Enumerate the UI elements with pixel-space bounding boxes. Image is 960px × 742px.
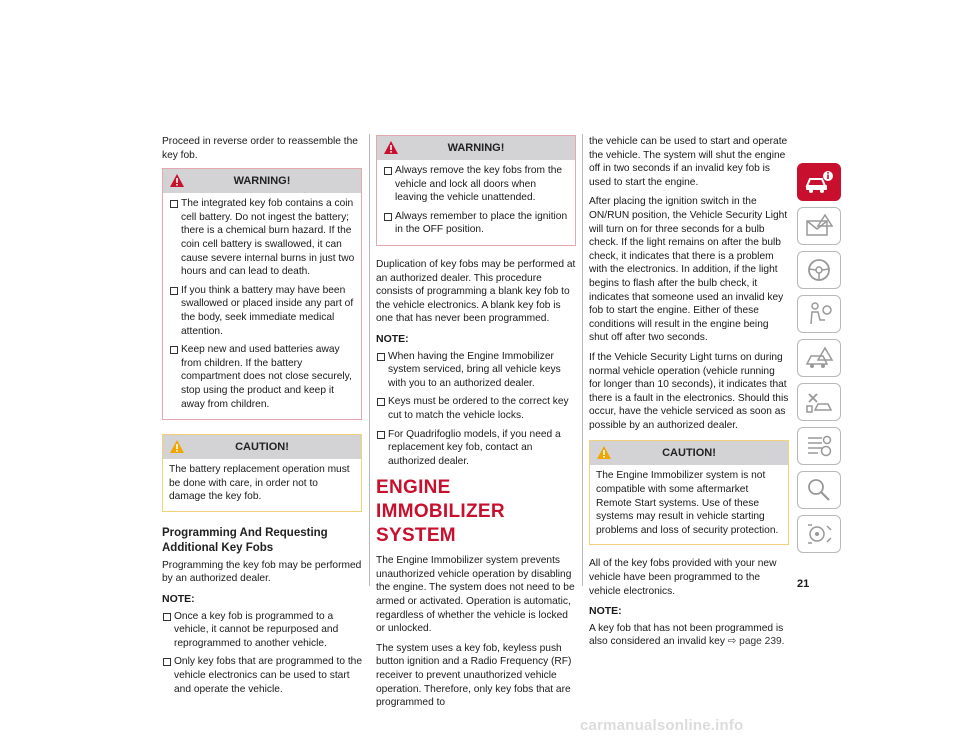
tab-specs[interactable] xyxy=(797,427,841,465)
caution-box-1: CAUTION! The battery replacement operati… xyxy=(162,434,362,512)
caution-triangle-icon xyxy=(597,446,611,460)
watermark: carmanualsonline.info xyxy=(580,717,744,734)
warning-box-1: WARNING! The integrated key fob contains… xyxy=(162,168,362,421)
note-list: When having the Engine Immobilizer syste… xyxy=(376,350,576,469)
list-item: Once a key fob is programmed to a vehicl… xyxy=(162,610,362,651)
caution-header: CAUTION! xyxy=(163,435,361,460)
tab-multimedia[interactable] xyxy=(797,515,841,553)
intro-paragraph: Proceed in reverse order to reassemble t… xyxy=(162,136,358,161)
list-item: Always remove the key fobs from the vehi… xyxy=(383,164,569,205)
note-label: NOTE: xyxy=(589,605,622,618)
chapter-heading: ENGINE IMMOBILIZER SYSTEM xyxy=(376,477,505,547)
steering-wheel-icon xyxy=(808,259,830,281)
note-text: A key fob that has not been programmed i… xyxy=(589,622,789,649)
car-breakdown-icon xyxy=(805,346,834,368)
column-1: Proceed in reverse order to reassemble t… xyxy=(162,135,362,702)
page-number: 21 xyxy=(797,578,810,590)
tab-safety[interactable] xyxy=(797,295,841,333)
caution-text: The battery replacement operation must b… xyxy=(169,464,350,503)
caution-title: CAUTION! xyxy=(662,447,716,460)
paragraph: All of the key fobs provided with your n… xyxy=(589,558,777,597)
chapter-nav-sidebar xyxy=(797,163,843,559)
note-list: Once a key fob is programmed to a vehicl… xyxy=(162,610,362,697)
warning-list: Always remove the key fobs from the vehi… xyxy=(383,164,569,237)
warning-triangle-icon xyxy=(384,141,398,154)
list-item: When having the Engine Immobilizer syste… xyxy=(376,350,576,391)
warning-header: WARNING! xyxy=(163,169,361,194)
list-item: Always remember to place the ignition in… xyxy=(383,210,569,237)
page-reference-arrow-icon: ⇨ xyxy=(727,636,737,648)
page-reference-link[interactable]: page 239. xyxy=(739,636,785,648)
paragraph: Duplication of key fobs may be performed… xyxy=(376,258,576,325)
section-heading: Programming And Requesting Additional Ke… xyxy=(162,526,328,554)
list-item: For Quadrifoglio models, if you need a r… xyxy=(376,428,576,469)
warning-header: WARNING! xyxy=(377,136,575,160)
warning-title: WARNING! xyxy=(447,142,505,154)
paragraph: The system uses a key fob, keyless push … xyxy=(376,642,572,709)
list-item: The integrated key fob contains a coin c… xyxy=(169,197,355,279)
tools-car-icon xyxy=(806,393,833,413)
column-divider-2 xyxy=(582,134,583,586)
warning-list: The integrated key fob contains a coin c… xyxy=(169,197,355,411)
note-label: NOTE: xyxy=(162,593,195,606)
warning-triangle-icon xyxy=(170,174,184,188)
list-item: If you think a battery may have been swa… xyxy=(169,284,355,338)
tab-emergency[interactable] xyxy=(797,339,841,377)
column-2: WARNING! Always remove the key fobs from… xyxy=(376,135,576,716)
note-body: A key fob that has not been programmed i… xyxy=(589,622,784,648)
paragraph: After placing the ignition switch in the… xyxy=(589,196,788,344)
multimedia-icon xyxy=(808,524,832,544)
paragraph: the vehicle can be used to start and ope… xyxy=(589,136,788,188)
paragraph: Programming the key fob may be performed… xyxy=(162,559,362,585)
tab-index[interactable] xyxy=(797,471,841,509)
caution-triangle-icon xyxy=(170,440,184,454)
tab-warnings[interactable] xyxy=(797,207,841,245)
caution-box-2: CAUTION! The Engine Immobilizer system i… xyxy=(589,440,789,546)
note-label: NOTE: xyxy=(376,332,409,345)
paragraph: If the Vehicle Security Light turns on d… xyxy=(589,351,789,431)
list-item: Keys must be ordered to the correct key … xyxy=(376,395,576,422)
seatbelt-airbag-icon xyxy=(810,302,832,325)
magnifier-index-icon xyxy=(808,479,830,501)
warning-box-2: WARNING! Always remove the key fobs from… xyxy=(376,135,576,246)
warning-title: WARNING! xyxy=(233,175,291,188)
envelope-warning-icon xyxy=(806,213,834,236)
tab-car-info[interactable] xyxy=(797,163,841,201)
tab-driving[interactable] xyxy=(797,251,841,289)
tab-service[interactable] xyxy=(797,383,841,421)
car-info-icon xyxy=(805,171,833,193)
paragraph: The Engine Immobilizer system prevents u… xyxy=(376,555,575,635)
column-divider-1 xyxy=(369,134,370,586)
specs-list-icon xyxy=(808,435,832,457)
list-item: Only key fobs that are programmed to the… xyxy=(162,655,362,696)
column-3: the vehicle can be used to start and ope… xyxy=(589,135,789,655)
caution-text: The Engine Immobilizer system is not com… xyxy=(596,470,779,536)
caution-header: CAUTION! xyxy=(590,441,788,466)
caution-title: CAUTION! xyxy=(235,441,289,454)
list-item: Keep new and used batteries away from ch… xyxy=(169,343,355,411)
